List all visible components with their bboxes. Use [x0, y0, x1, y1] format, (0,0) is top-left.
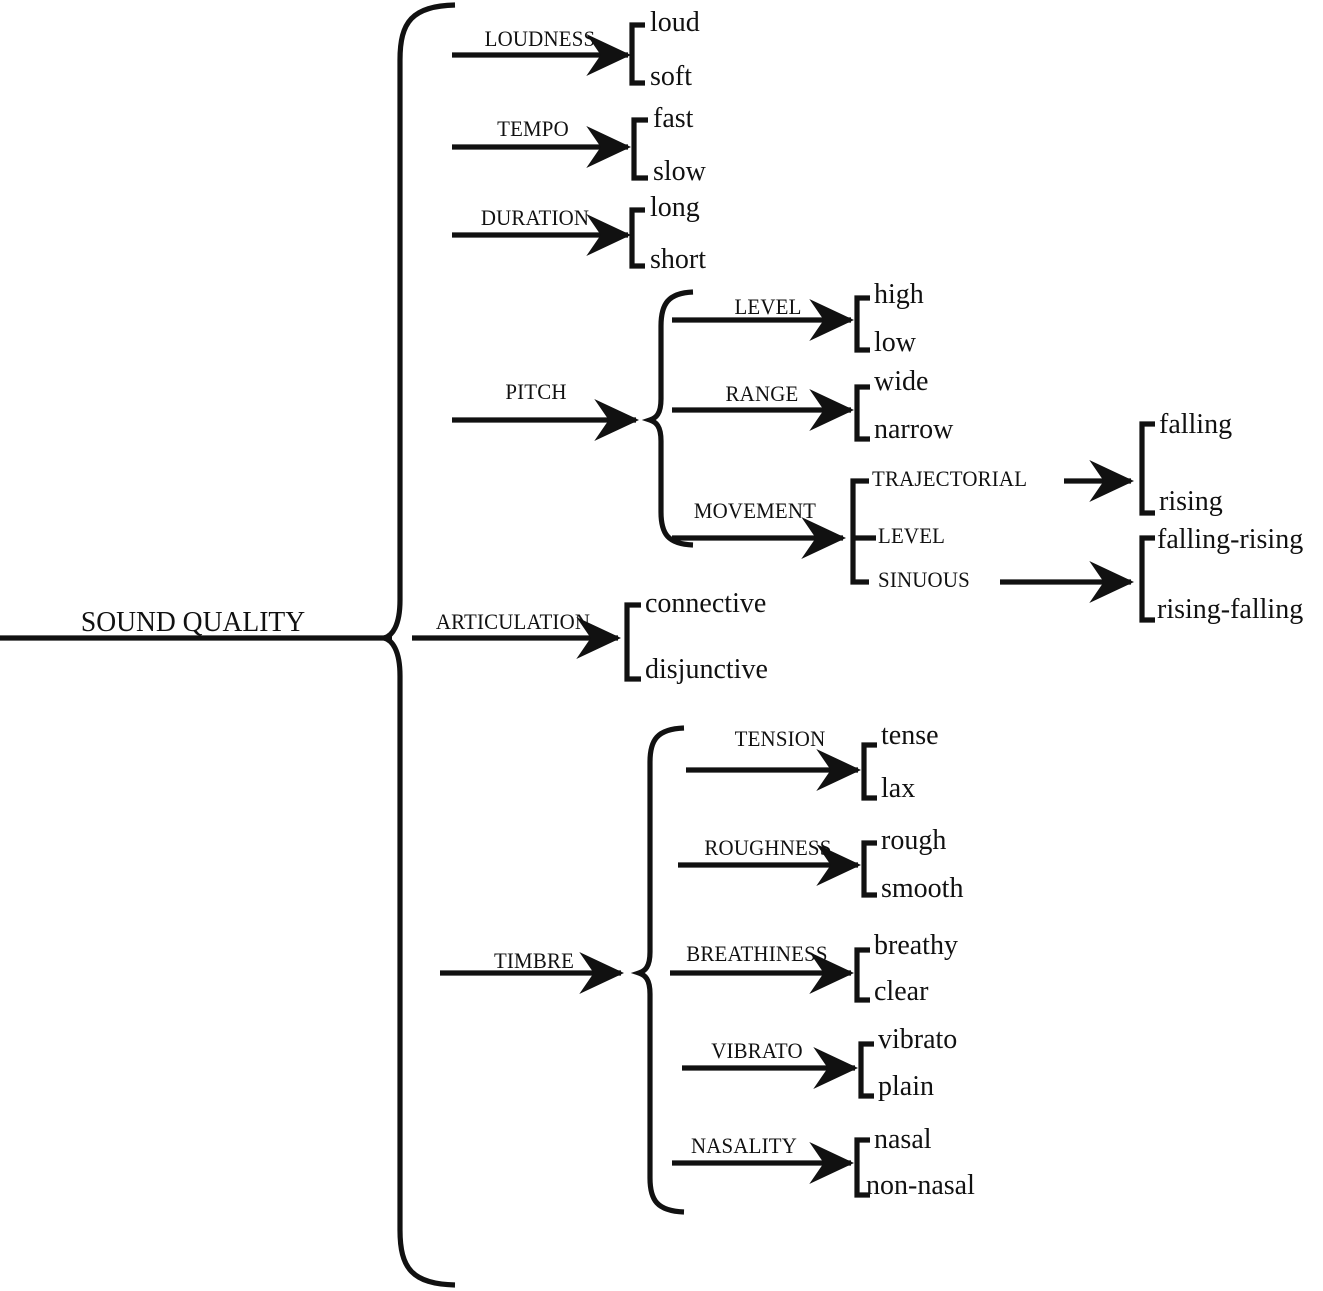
feature-short: short: [650, 244, 706, 275]
system-tempo-label: TEMPO: [497, 116, 569, 141]
system-pitch-label: PITCH: [505, 379, 567, 404]
system-nasality-label: NASALITY: [690, 1133, 798, 1158]
feature-tense: tense: [881, 720, 939, 751]
bracket-movement: [850, 478, 869, 585]
bracket-loudness: [629, 22, 645, 86]
feature-narrow: narrow: [874, 414, 954, 445]
bracket-tempo: [631, 117, 648, 181]
bracket-breathiness: [854, 947, 870, 1003]
feature-vibrato: vibrato: [878, 1024, 958, 1055]
feature-falling-rising: falling-rising: [1157, 524, 1304, 555]
system-vibrato-label: VIBRATO: [711, 1038, 803, 1063]
feature-soft: soft: [650, 61, 692, 92]
feature-fast: fast: [653, 103, 694, 134]
brace-timbre: [630, 725, 685, 1215]
feature-trajectorial: TRAJECTORIAL: [872, 466, 1028, 491]
feature-movement-level: LEVEL: [878, 523, 946, 548]
feature-wide: wide: [874, 366, 929, 397]
bracket-trajectorial: [1139, 421, 1155, 516]
bracket-sinuous: [1139, 535, 1155, 623]
system-duration-label: DURATION: [480, 205, 590, 230]
feature-breathy: breathy: [874, 930, 958, 961]
feature-plain: plain: [878, 1071, 934, 1102]
brace-pitch: [641, 289, 694, 548]
system-pitch-movement-label: MOVEMENT: [693, 498, 817, 523]
feature-rising: rising: [1159, 486, 1223, 517]
bracket-pitch-level: [854, 295, 870, 353]
bracket-roughness: [861, 840, 877, 898]
system-pitch-range-label: RANGE: [725, 381, 799, 406]
system-timbre-label: TIMBRE: [493, 948, 575, 973]
node-sound-quality: SOUND QUALITY: [80, 606, 306, 638]
feature-connective: connective: [645, 588, 767, 619]
feature-rough: rough: [881, 825, 947, 856]
bracket-articulation: [624, 602, 641, 682]
system-breathiness-label: BREATHINESS: [686, 941, 828, 966]
system-tension-label: TENSION: [734, 726, 826, 751]
system-loudness-label: LOUDNESS: [484, 26, 596, 51]
feature-slow: slow: [653, 156, 706, 187]
feature-low: low: [874, 327, 916, 358]
feature-rising-falling: rising-falling: [1157, 594, 1304, 625]
brace-sound-quality: [383, 2, 456, 1288]
feature-falling: falling: [1159, 409, 1233, 440]
bracket-vibrato: [858, 1041, 874, 1099]
feature-loud: loud: [650, 7, 700, 38]
feature-high: high: [874, 279, 924, 310]
bracket-tension: [861, 742, 877, 801]
feature-disjunctive: disjunctive: [645, 654, 768, 685]
feature-sinuous: SINUOUS: [878, 567, 970, 592]
system-articulation-label: ARTICULATION: [435, 609, 591, 634]
feature-smooth: smooth: [881, 873, 964, 904]
bracket-nasality: [854, 1137, 870, 1198]
feature-clear: clear: [874, 976, 929, 1007]
feature-nasal: nasal: [874, 1124, 932, 1155]
system-roughness-label: ROUGHNESS: [704, 835, 832, 860]
feature-non-nasal: non-nasal: [866, 1170, 975, 1201]
bracket-pitch-range: [854, 384, 870, 442]
feature-lax: lax: [881, 773, 916, 804]
system-pitch-level-label: LEVEL: [734, 294, 802, 319]
bracket-duration: [629, 207, 645, 269]
feature-long: long: [650, 192, 700, 223]
